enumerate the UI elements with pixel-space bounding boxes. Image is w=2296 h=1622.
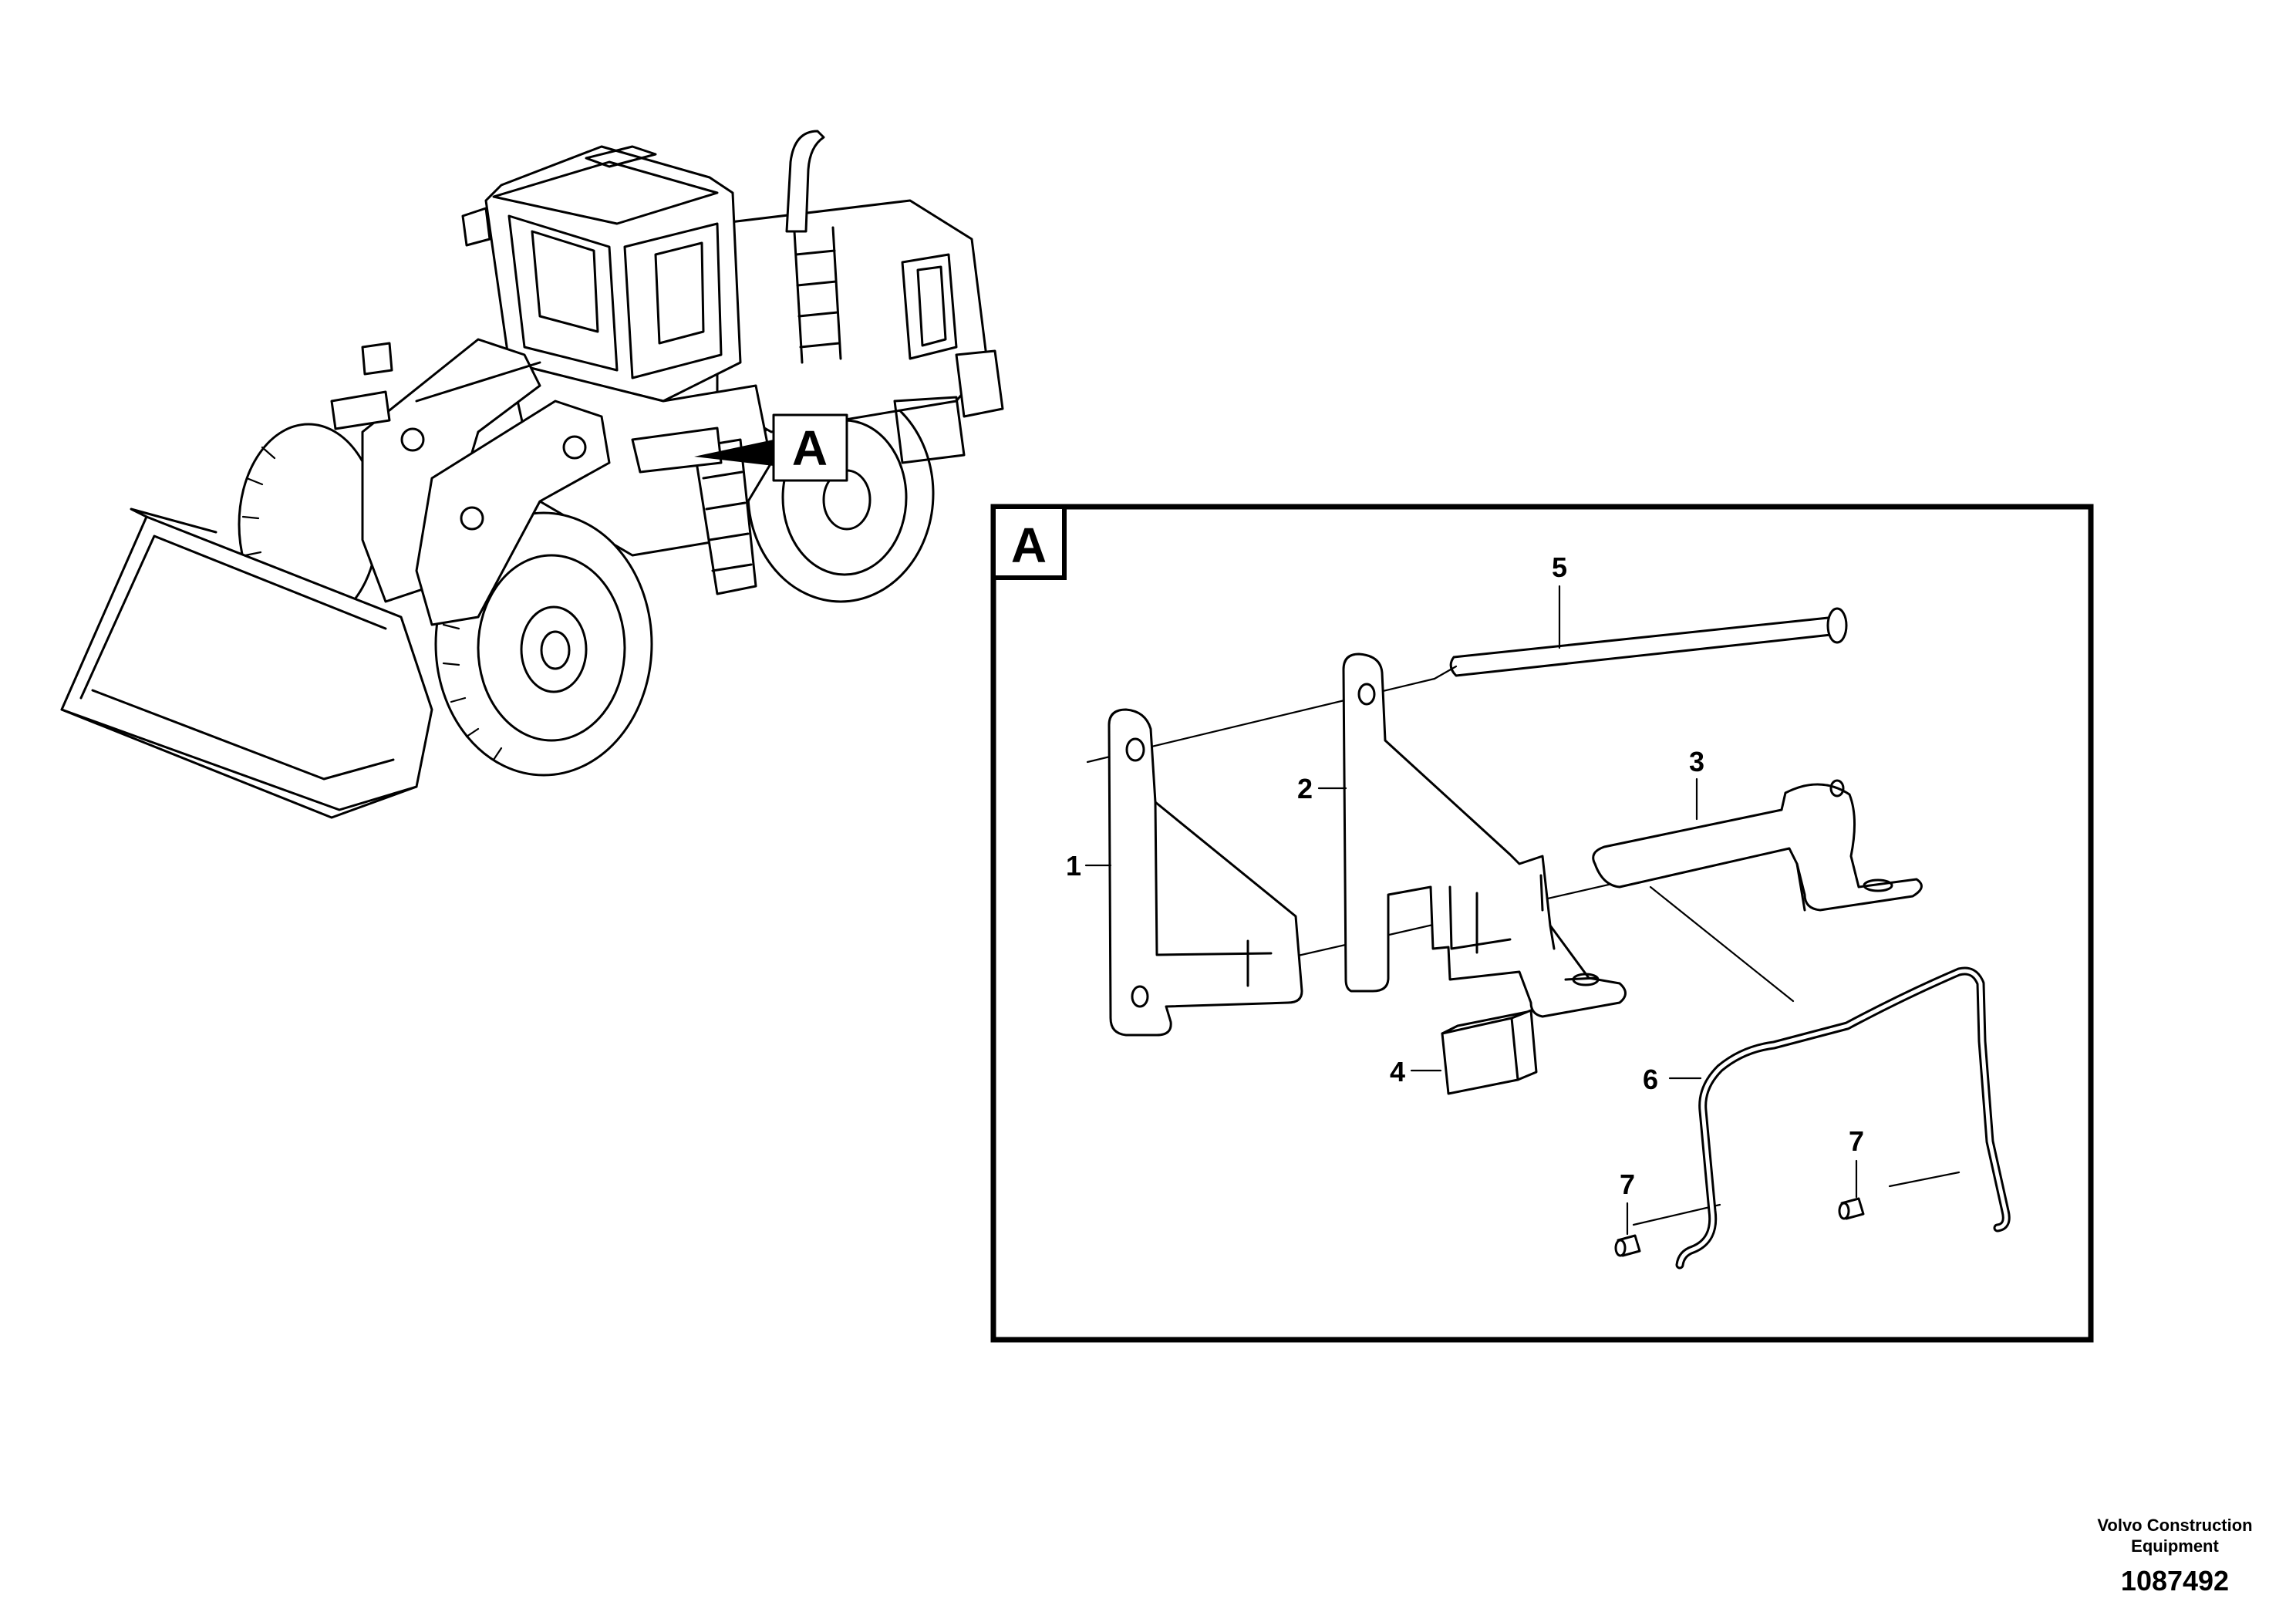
access-ladder [793,226,842,364]
part-3-support [1592,779,1923,912]
bucket [60,508,433,819]
part-label-7-left: 7 [1620,1168,1635,1200]
part-2-bracket [1342,653,1627,1018]
detail-frame-label: A [1011,518,1047,573]
exhaust-pipe [785,130,825,233]
part-label-1: 1 [1066,850,1081,882]
lift-arms [330,338,611,626]
part-label-7-right: 7 [1849,1125,1864,1157]
part-label-2: 2 [1297,773,1313,804]
wheel-loader-illustration: A [60,130,1004,819]
machine-body [716,199,1004,464]
front-steps [631,427,757,595]
part-7-pin-left [1614,1234,1641,1257]
label-leaders [1084,585,1858,1236]
detail-view-a: A [990,504,2094,1343]
part-label-3: 3 [1689,746,1704,777]
callout-letter: A [792,420,828,476]
drawing-number: 1087492 [2121,1565,2229,1597]
detail-callout-a: A [694,413,848,482]
part-4-pad [1441,1009,1538,1095]
footer: Volvo Construction Equipment 1087492 [2097,1516,2252,1597]
company-line-2: Equipment [2131,1536,2219,1556]
part-7-pin-right [1838,1197,1865,1220]
company-line-1: Volvo Construction [2097,1516,2252,1535]
part-1-bracket [1108,708,1303,1037]
part-label-5: 5 [1552,551,1567,583]
part-label-6: 6 [1643,1064,1658,1095]
part-label-4: 4 [1390,1056,1405,1088]
part-6-spring-wire [1675,966,2011,1270]
part-5-pin [1433,607,1848,680]
